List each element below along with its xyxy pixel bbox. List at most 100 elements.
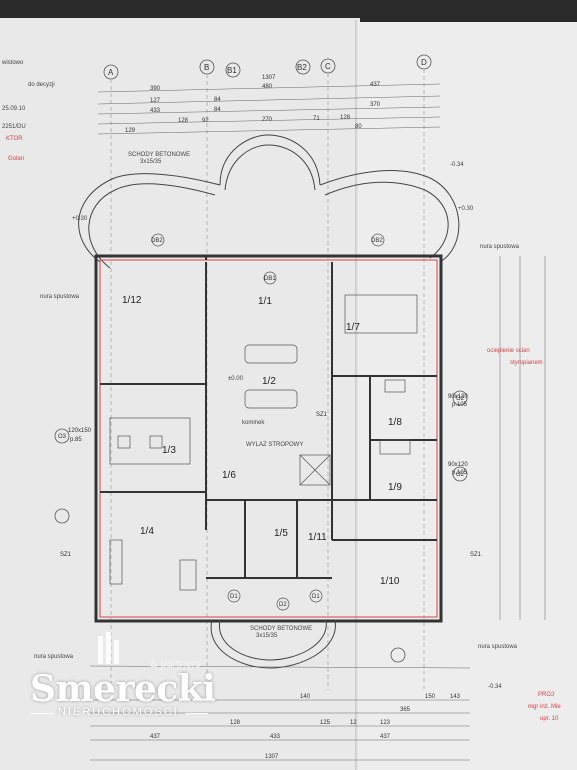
logo-rule-left [30, 713, 54, 714]
axis-label-A: A [108, 68, 114, 77]
dim-top-128b: 128 [340, 115, 351, 121]
insulation-note-2: styropianem [510, 360, 543, 366]
room-label-1-9: 1/9 [388, 482, 402, 493]
project-line-3: upr. 10 [540, 716, 559, 722]
dim-top-84b: 84 [214, 107, 221, 113]
window-tag-o2-b: O2 [456, 472, 465, 478]
terrace-outline-top [78, 134, 460, 269]
kominek-label: kominek [242, 420, 265, 426]
level-marker-plus-left: +0.30 [72, 216, 88, 222]
window-size-5: 90x120 [448, 462, 468, 468]
stamp-line-1: wistowo [1, 60, 24, 66]
room-label-1-2: 1/2 [262, 376, 276, 387]
dim-top-1307: 1307 [262, 75, 276, 81]
terrace-outline-bottom [210, 619, 336, 669]
dim-top-129: 129 [125, 128, 136, 134]
dim-top-71: 71 [313, 116, 320, 122]
door-tag-d2: D2 [279, 602, 287, 608]
fixtures [109, 294, 418, 591]
door-tag-db1: DB1 [264, 276, 276, 282]
dimension-lines-top [97, 83, 441, 135]
dim-top-370: 370 [370, 102, 381, 108]
room-label-1-1: 1/1 [258, 296, 272, 307]
axis-label-D: D [421, 58, 427, 67]
insulation-note-1: ocieplenie scian [487, 348, 530, 354]
project-line-2: mgr inż. Mie [528, 704, 561, 710]
window-size-4: p.105 [452, 402, 468, 408]
dim-bottom-437b: 437 [380, 734, 391, 740]
stamp-line-4: KTOR [6, 136, 23, 142]
dim-top-84: 84 [214, 97, 221, 103]
stamp-line-5: Golan [8, 156, 24, 162]
dim-bottom-12: 12 [350, 720, 357, 726]
project-line-1: PROJ [538, 692, 554, 698]
stamp-line-3: 2251/DU [2, 124, 26, 130]
door-tag-db2-left: DB2 [151, 238, 163, 244]
dimension-lines-bottom [89, 665, 471, 761]
downpipe-label-right: nura spustowa [480, 244, 520, 250]
dim-top-480: 480 [262, 84, 273, 90]
dim-top-437: 437 [370, 82, 381, 88]
level-marker-minus-top: -0.34 [450, 162, 464, 168]
room-label-1-7: 1/7 [346, 322, 360, 333]
window-tag-o3: O3 [58, 434, 67, 440]
axis-label-B2: B2 [297, 63, 307, 72]
building-outline [94, 254, 443, 623]
level-marker-plus-right: +0.30 [458, 206, 474, 212]
room-label-1-12: 1/12 [122, 295, 142, 306]
room-label-1-5: 1/5 [274, 528, 288, 539]
dim-top-433: 433 [150, 108, 161, 114]
stairs-bottom-dims: 3x15/35 [256, 633, 278, 639]
dim-bottom-125: 125 [320, 720, 331, 726]
dim-top-128: 128 [178, 118, 189, 124]
door-tag-d1-right: D1 [312, 594, 320, 600]
dim-bottom-123: 123 [380, 720, 391, 726]
window-size-3: 90x120 [448, 394, 468, 400]
stamp-line-2: do decyzji [28, 82, 55, 88]
paper-fold [355, 20, 359, 770]
logo-mark-icon [98, 632, 119, 664]
window-tag-sz1-mid: SZ1 [316, 412, 328, 418]
wylaz-label: WYLAZ STROPOWY [246, 442, 303, 448]
corner-date: 25.09.10 [2, 106, 26, 112]
axis-label-C: C [325, 62, 331, 71]
window-tag-sz1-left: SZ1 [60, 552, 72, 558]
stairs-top-label: SCHODY BETONOWE [128, 152, 190, 158]
paper-sheet-left [0, 18, 360, 770]
dim-bottom-150: 150 [425, 694, 436, 700]
room-label-1-8: 1/8 [388, 417, 402, 428]
dim-top-80: 80 [355, 124, 362, 130]
downpipe-label-left: nura spustowa [40, 294, 80, 300]
stairs-bottom-label: SCHODY BETONOWE [250, 626, 312, 632]
axis-label-B: B [204, 63, 209, 72]
dim-top-270: 270 [262, 117, 273, 123]
dim-top-127: 127 [150, 98, 161, 104]
dim-bottom-128: 128 [230, 720, 241, 726]
room-label-1-6: 1/6 [222, 470, 236, 481]
logo-wordmark: Smerecki [30, 668, 216, 710]
logo-subtitle: NIERUCHOMOŚCI [58, 706, 179, 718]
dim-bottom-433: 433 [270, 734, 281, 740]
level-zero-label: ±0.00 [228, 376, 244, 382]
window-tag-o2-a: O2 [456, 396, 465, 402]
window-size-6: p.105 [452, 470, 468, 476]
room-label-1-10: 1/10 [380, 576, 400, 587]
door-tag-d1-left: D1 [230, 594, 238, 600]
dim-bottom-437a: 437 [150, 734, 161, 740]
window-tag-sz1-right: SZ1 [470, 552, 482, 558]
dim-top-92: 92 [202, 118, 209, 124]
room-label-1-4: 1/4 [140, 526, 154, 537]
door-tag-db2-right: DB2 [371, 238, 383, 244]
dim-bottom-140: 140 [300, 694, 311, 700]
grid-axes [54, 54, 468, 690]
downpipe-label-bottom-left: nura spustowa [34, 654, 74, 660]
dim-top-390: 390 [150, 86, 161, 92]
axis-label-B1: B1 [227, 66, 237, 75]
level-minus-bottom: -0.34 [488, 684, 502, 690]
downpipe-label-bottom-right: nura spustowa [478, 644, 518, 650]
window-size-2: p.85 [70, 437, 82, 443]
dim-bottom-143: 143 [450, 694, 461, 700]
dim-bottom-365: 365 [400, 707, 411, 713]
